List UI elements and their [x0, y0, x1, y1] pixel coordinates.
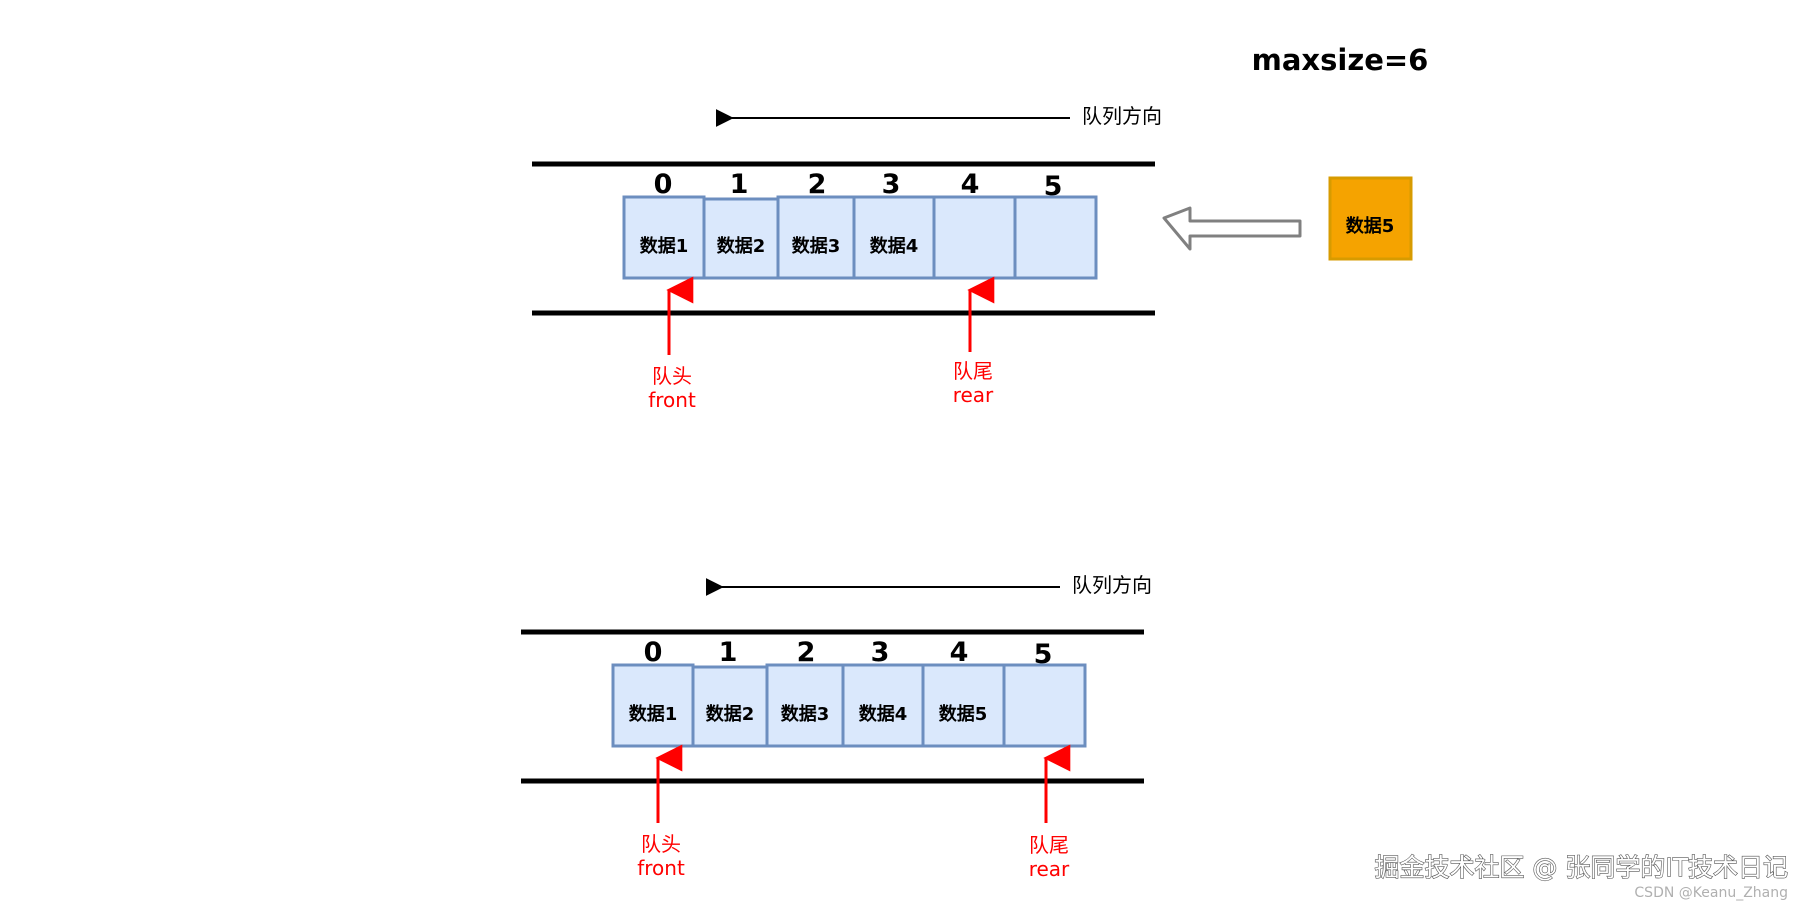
index-4: 4 [950, 637, 969, 668]
index-label: 5 [1034, 639, 1053, 670]
rear-label-cn: 队尾 [953, 359, 993, 383]
rear-label-en: rear [1029, 857, 1070, 881]
cell-label: 数据5 [939, 703, 988, 725]
rear-pointer: 队尾 rear [1029, 744, 1071, 881]
index-0: 0 [644, 637, 663, 668]
queue-cell-5 [1013, 195, 1098, 280]
queue-cell-2: 数据3 [765, 663, 845, 748]
index-2: 2 [808, 169, 827, 200]
index-2: 2 [797, 637, 816, 668]
index-1: 1 [719, 637, 738, 668]
index-5: 5 [1044, 171, 1063, 202]
cell-label: 数据1 [629, 703, 678, 725]
watermark: 掘金技术社区 @ 张同学的IT技术日记 [1374, 853, 1788, 882]
queue-cell-1: 数据2 [702, 197, 780, 280]
queue-cell-2: 数据3 [776, 195, 856, 280]
front-label-en: front [648, 388, 696, 412]
cell-label: 数据3 [781, 703, 830, 725]
maxsize-label: maxsize=6 [1252, 43, 1429, 77]
watermark-small: CSDN @Keanu_Zhang [1634, 885, 1788, 901]
queue-cell-3: 数据4 [852, 195, 936, 280]
index-label: 4 [950, 637, 969, 668]
front-pointer: 队头 front [637, 744, 685, 880]
index-label: 0 [644, 637, 663, 668]
incoming-item: 数据5 [1328, 176, 1413, 261]
cell-label: 数据1 [640, 235, 689, 257]
cell-label: 数据2 [706, 703, 755, 725]
front-label-en: front [637, 856, 685, 880]
index-label: 3 [882, 169, 901, 200]
enqueue-arrow [1162, 206, 1302, 251]
front-pointer: 队头 front [648, 276, 696, 412]
rear-label-en: rear [953, 383, 994, 407]
index-label: 0 [654, 169, 673, 200]
index-label: 2 [808, 169, 827, 200]
direction-label: 队列方向 [1072, 573, 1152, 597]
index-3: 3 [871, 637, 890, 668]
index-3: 3 [882, 169, 901, 200]
queue-cell-5 [1002, 663, 1087, 748]
front-label-cn: 队头 [652, 364, 692, 388]
front-label-cn: 队头 [641, 832, 681, 856]
incoming-item-label: 数据5 [1346, 215, 1395, 237]
queue-cell-0: 数据1 [611, 663, 695, 748]
direction-label: 队列方向 [1082, 104, 1162, 128]
queue-cell-4: 数据5 [921, 663, 1006, 748]
index-label: 1 [730, 169, 749, 200]
rear-pointer: 队尾 rear [953, 276, 995, 407]
cell-label: 数据3 [792, 235, 841, 257]
index-label: 4 [961, 169, 980, 200]
rear-label-cn: 队尾 [1029, 833, 1069, 857]
cell-label: 数据4 [859, 703, 908, 725]
queue-panel-1: 队列方向 0 1 2 3 4 5 数据1 数据2 数据3 数据4 [532, 104, 1413, 412]
queue-panel-2: 队列方向 0 1 2 3 4 5 数据1 数据2 数据3 数据4 数据5 [521, 573, 1152, 881]
queue-cell-3: 数据4 [841, 663, 925, 748]
index-label: 1 [719, 637, 738, 668]
index-1: 1 [730, 169, 749, 200]
index-label: 2 [797, 637, 816, 668]
queue-cell-4 [932, 195, 1017, 280]
index-4: 4 [961, 169, 980, 200]
index-5: 5 [1034, 639, 1053, 670]
queue-cell-1: 数据2 [691, 665, 769, 748]
cell-label: 数据4 [870, 235, 919, 257]
index-label: 3 [871, 637, 890, 668]
cell-label: 数据2 [717, 235, 766, 257]
queue-cell-0: 数据1 [622, 195, 706, 280]
index-label: 5 [1044, 171, 1063, 202]
index-0: 0 [654, 169, 673, 200]
